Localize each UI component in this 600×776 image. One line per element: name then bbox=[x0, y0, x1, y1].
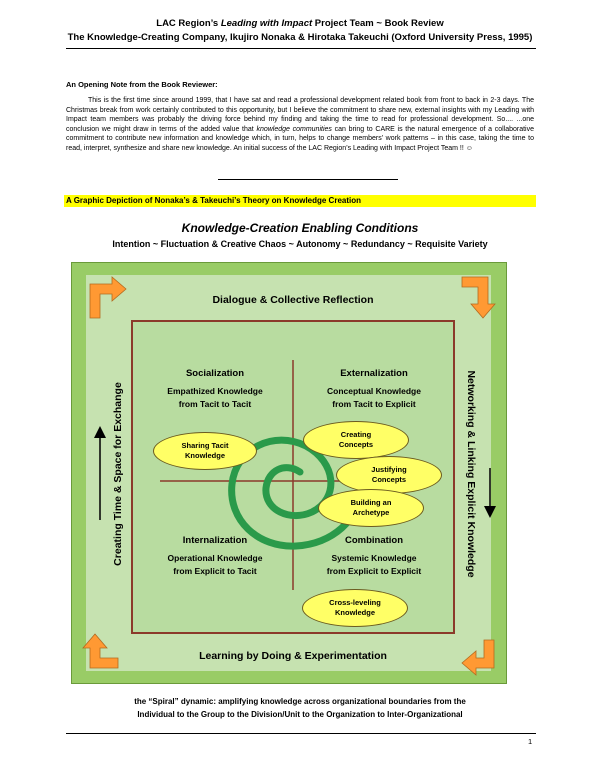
note-rule bbox=[218, 179, 398, 180]
side-label-bottom: Learning by Doing & Experimentation bbox=[199, 650, 387, 662]
oval-line: Cross-leveling bbox=[329, 598, 381, 607]
corner-arrow-bottom-left bbox=[82, 633, 119, 669]
caption-line-1: the “Spiral” dynamic: amplifying knowled… bbox=[134, 697, 466, 706]
quadrant-line: from Explicit to Tacit bbox=[173, 566, 257, 576]
quadrant-line: Operational Knowledge bbox=[167, 553, 263, 563]
header-italic: Leading with Impact bbox=[220, 18, 313, 29]
oval-line: Concepts bbox=[371, 475, 407, 484]
note-body: This is the first time since around 1999… bbox=[66, 96, 534, 154]
header-suffix: Project Team ~ Book Review bbox=[312, 18, 444, 29]
note-title: An Opening Note from the Book Reviewer: bbox=[66, 80, 218, 89]
note-body-part1: This is the first time since around 1999… bbox=[66, 97, 534, 133]
quadrant-title: Combination bbox=[344, 535, 404, 546]
header-prefix: LAC Region’s bbox=[156, 18, 221, 29]
quadrant-line: Systemic Knowledge bbox=[331, 553, 417, 563]
caption-line-2: Individual to the Group to the Division/… bbox=[137, 710, 463, 719]
oval-line: Sharing Tacit bbox=[181, 441, 229, 450]
knowledge-spiral bbox=[228, 436, 366, 550]
conditions-list: Intention ~ Fluctuation & Creative Chaos… bbox=[112, 239, 488, 249]
quadrant-internalization: Internalization Operational Knowledge fr… bbox=[150, 535, 280, 578]
oval-line: Building an bbox=[350, 498, 392, 507]
quadrant-title: Internalization bbox=[182, 535, 248, 546]
quadrant-line: from Tacit to Tacit bbox=[178, 399, 252, 409]
conditions-title: Knowledge-Creation Enabling Conditions bbox=[181, 221, 419, 235]
note-body-part2: can bring to CARE is the natural emergen… bbox=[66, 125, 535, 152]
header-line-2: The Knowledge-Creating Company, Ikujiro … bbox=[67, 32, 533, 43]
header-rule bbox=[66, 48, 536, 49]
side-label-right: Networking & Linking Explicit Knowledge bbox=[465, 370, 477, 578]
corner-arrow-top-right bbox=[461, 276, 496, 319]
oval-line: Archetype bbox=[352, 508, 390, 517]
section-banner: A Graphic Depiction of Nonaka’s & Takeuc… bbox=[64, 195, 536, 207]
header-line-1: LAC Region’s Leading with Impact Project… bbox=[0, 18, 600, 29]
oval-line: Concepts bbox=[338, 440, 374, 449]
quadrant-line: Conceptual Knowledge bbox=[327, 386, 421, 396]
oval-line: Creating bbox=[340, 430, 372, 439]
footer-rule bbox=[66, 733, 536, 734]
oval-line: Knowledge bbox=[184, 451, 225, 460]
page-number: 1 bbox=[528, 737, 533, 746]
note-body-italic: knowledge communities bbox=[256, 125, 332, 133]
quadrant-line: from Tacit to Explicit bbox=[332, 399, 416, 409]
quadrant-socialization: Socialization Empathized Knowledge from … bbox=[150, 368, 280, 411]
quadrant-title: Socialization bbox=[185, 368, 245, 379]
oval-line: Justifying bbox=[371, 465, 407, 474]
side-label-top: Dialogue & Collective Reflection bbox=[212, 294, 374, 306]
quadrant-externalization: Externalization Conceptual Knowledge fro… bbox=[306, 368, 442, 411]
corner-arrow-bottom-right bbox=[461, 639, 495, 676]
quadrant-title: Externalization bbox=[340, 368, 408, 379]
corner-arrow-top-left bbox=[89, 276, 127, 319]
oval-line: Knowledge bbox=[334, 608, 375, 617]
quadrant-line: Empathized Knowledge bbox=[167, 386, 263, 396]
quadrant-combination: Combination Systemic Knowledge from Expl… bbox=[306, 535, 442, 578]
side-label-left: Creating Time & Space for Exchange bbox=[112, 382, 124, 566]
quadrant-line: from Explicit to Explicit bbox=[326, 566, 422, 576]
